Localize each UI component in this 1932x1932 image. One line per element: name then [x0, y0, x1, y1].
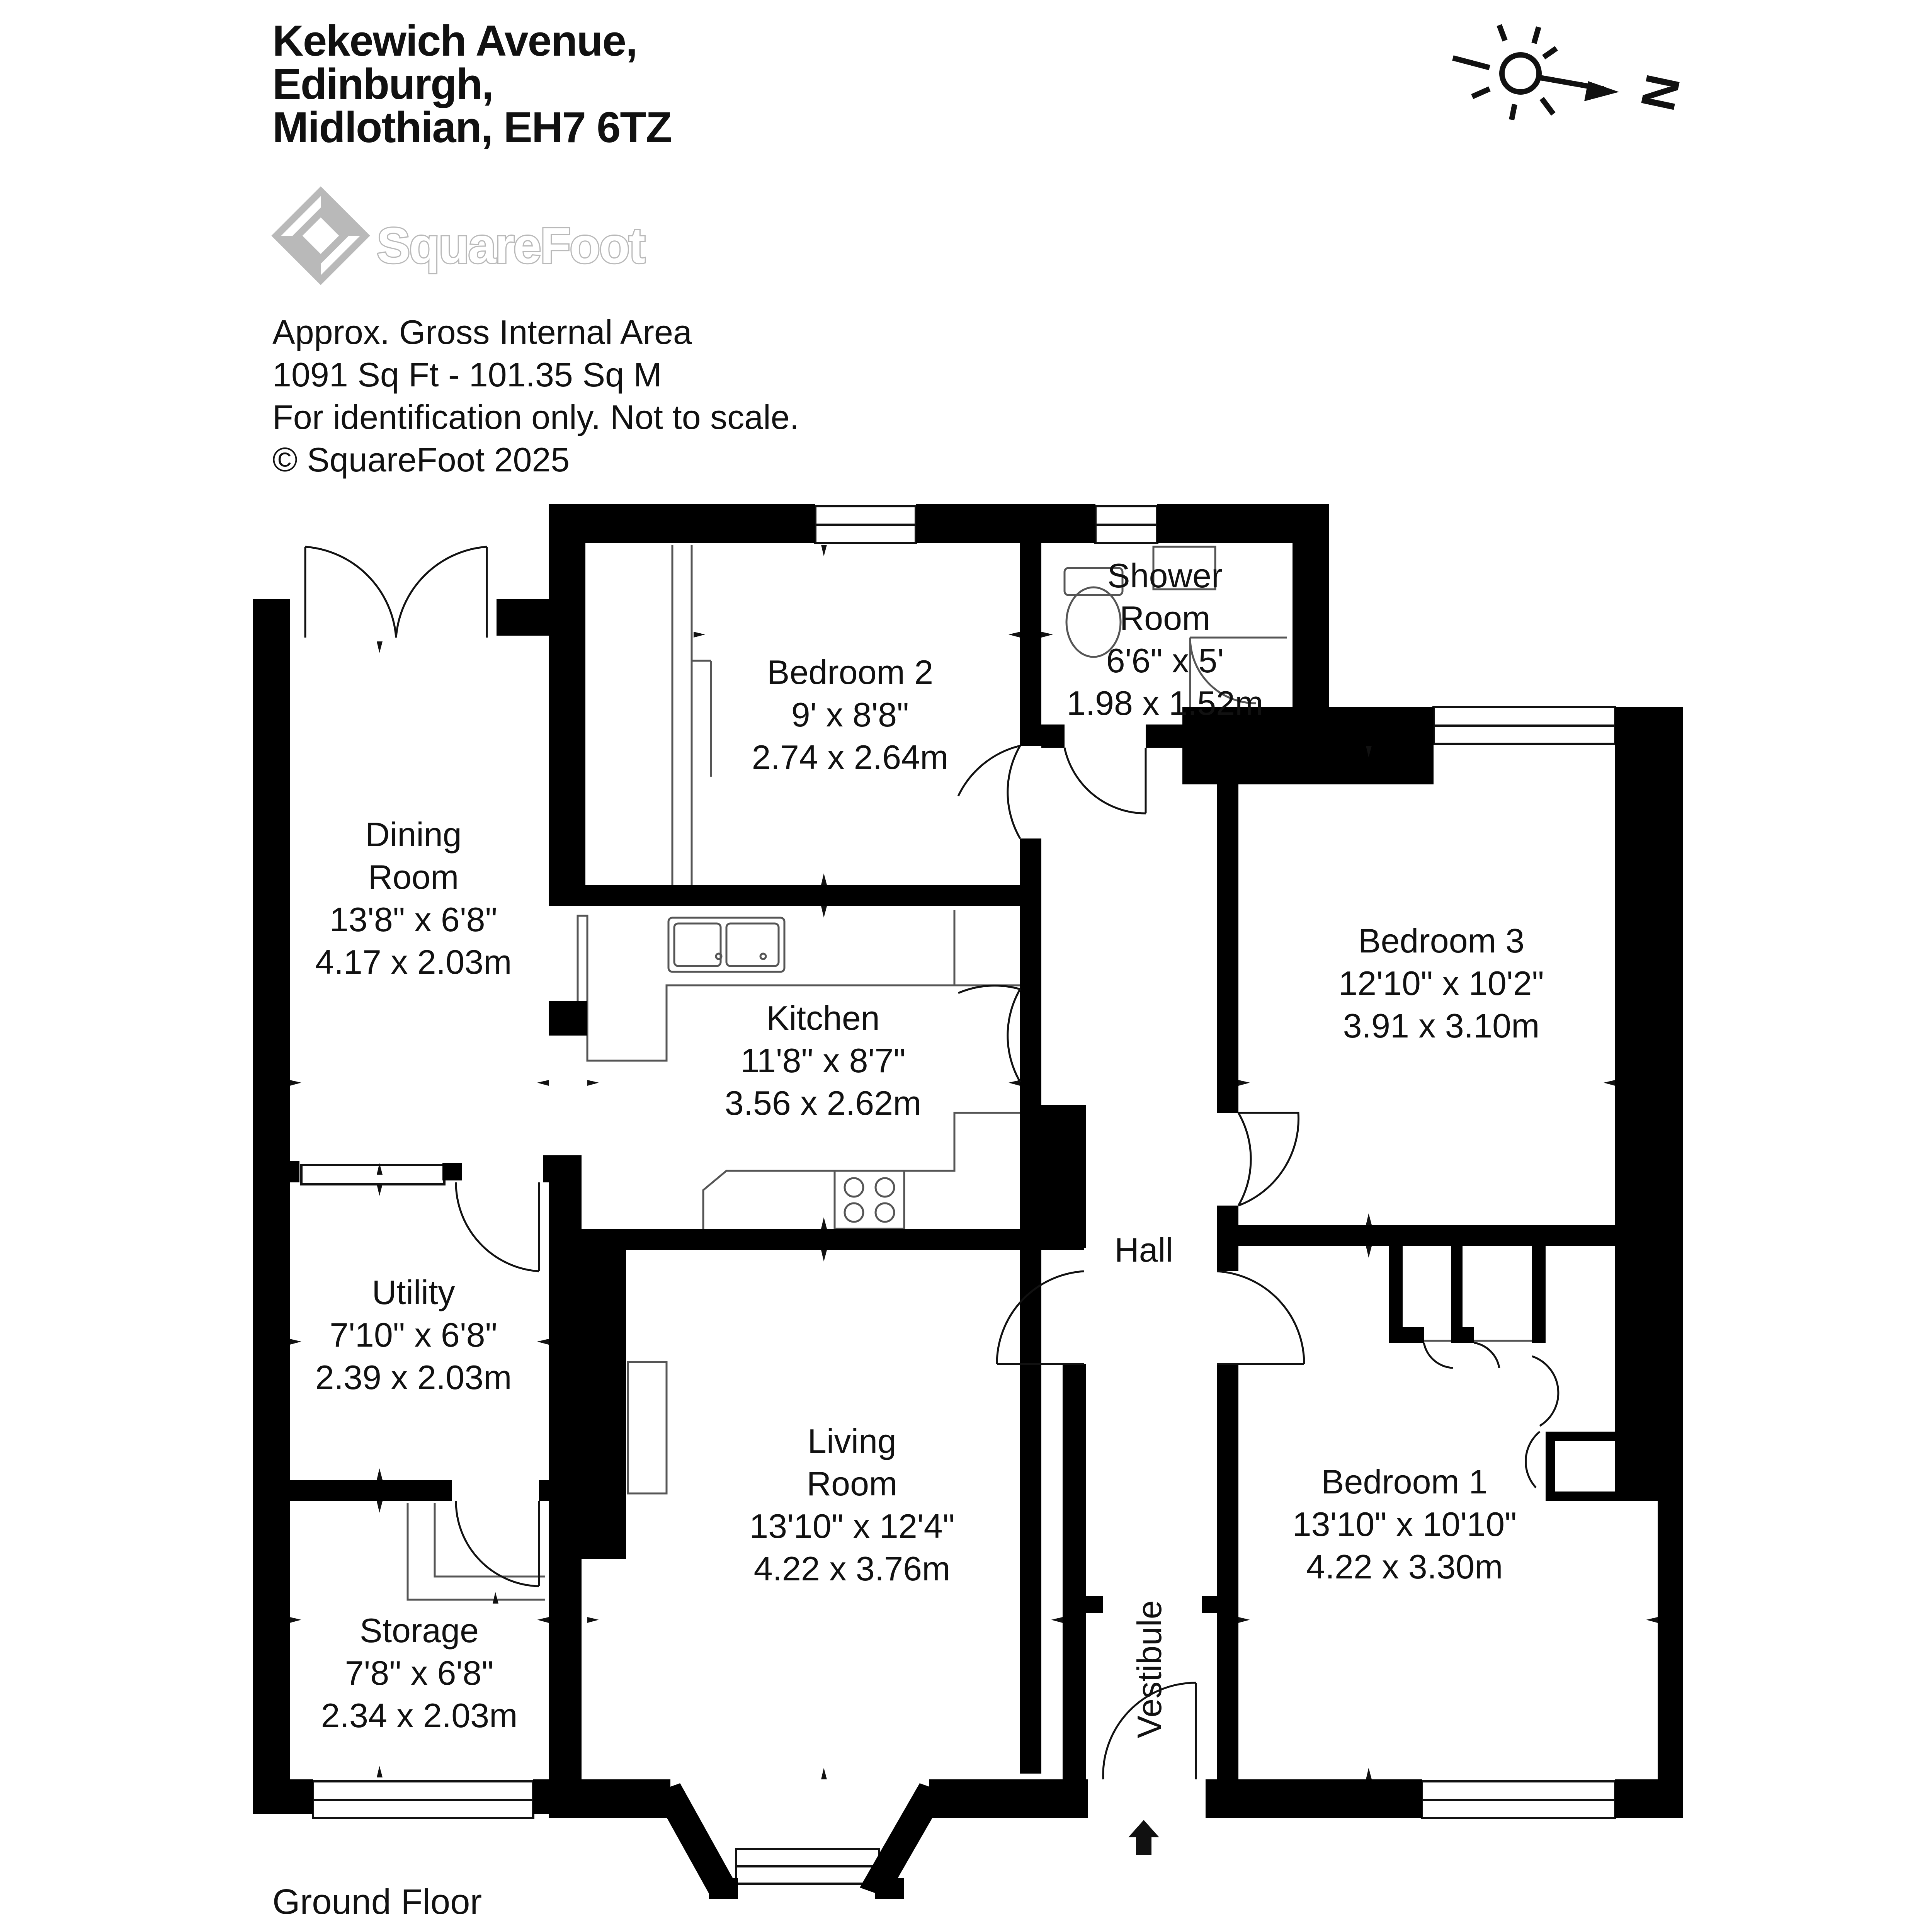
- storage-name: Storage: [360, 1611, 479, 1650]
- bedroom1-imperial: 13'10" x 10'10": [1293, 1505, 1517, 1543]
- dining-room-name-2: Room: [368, 858, 459, 896]
- utility-name: Utility: [372, 1273, 455, 1311]
- bedroom2-imperial: 9' x 8'8": [791, 696, 909, 734]
- shower-room-name-1: Shower: [1107, 556, 1223, 595]
- floor-label: Ground Floor: [272, 1882, 482, 1922]
- dimension-markers: [290, 545, 1658, 1855]
- living-room-name-2: Room: [807, 1464, 898, 1503]
- bedroom3-name: Bedroom 3: [1358, 922, 1524, 960]
- kitchen-metric: 3.56 x 2.62m: [725, 1084, 922, 1122]
- brand-name: SquareFoot: [376, 217, 646, 274]
- utility-metric: 2.39 x 2.03m: [315, 1358, 512, 1396]
- living-room-name-1: Living: [808, 1422, 896, 1460]
- address-line-3: Midlothian, EH7 6TZ: [272, 103, 672, 151]
- dining-room-metric: 4.17 x 2.03m: [315, 943, 512, 981]
- room-labels: Dining Room 13'8" x 6'8" 4.17 x 2.03m Be…: [315, 556, 1544, 1738]
- storage-imperial: 7'8" x 6'8": [345, 1654, 494, 1692]
- hall-name: Hall: [1114, 1231, 1173, 1269]
- walls: [253, 504, 1683, 1899]
- storage-metric: 2.34 x 2.03m: [321, 1696, 518, 1735]
- address-line-1: Kekewich Avenue,: [272, 17, 638, 65]
- bedroom1-name: Bedroom 1: [1321, 1463, 1488, 1501]
- doors: [304, 546, 1560, 1780]
- copyright: © SquareFoot 2025: [272, 440, 570, 479]
- living-room-imperial: 13'10" x 12'4": [749, 1507, 955, 1545]
- kitchen-imperial: 11'8" x 8'7": [740, 1041, 905, 1080]
- squarefoot-logo-icon: [271, 186, 370, 285]
- shower-room-name-2: Room: [1120, 599, 1211, 637]
- address-line-2: Edinburgh,: [272, 60, 494, 108]
- bedroom2-metric: 2.74 x 2.64m: [752, 738, 949, 776]
- disclaimer: For identification only. Not to scale.: [272, 398, 799, 436]
- bedroom2-name: Bedroom 2: [767, 653, 933, 691]
- area-title: Approx. Gross Internal Area: [272, 313, 692, 351]
- utility-imperial: 7'10" x 6'8": [330, 1316, 497, 1354]
- sun-compass-icon: N: [1452, 24, 1690, 121]
- bedroom1-metric: 4.22 x 3.30m: [1306, 1548, 1503, 1586]
- vestibule-name: Vestibule: [1130, 1600, 1168, 1738]
- bedroom3-metric: 3.91 x 3.10m: [1343, 1007, 1540, 1045]
- bedroom3-imperial: 12'10" x 10'2": [1338, 964, 1544, 1002]
- dining-room-name-1: Dining: [365, 815, 461, 854]
- shower-room-imperial: 6'6" x 5': [1106, 641, 1224, 680]
- shower-room-metric: 1.98 x 1.52m: [1067, 684, 1264, 722]
- area-value: 1091 Sq Ft - 101.35 Sq M: [272, 355, 662, 394]
- kitchen-name: Kitchen: [766, 999, 880, 1037]
- dining-room-imperial: 13'8" x 6'8": [330, 900, 497, 939]
- living-room-metric: 4.22 x 3.76m: [754, 1549, 951, 1588]
